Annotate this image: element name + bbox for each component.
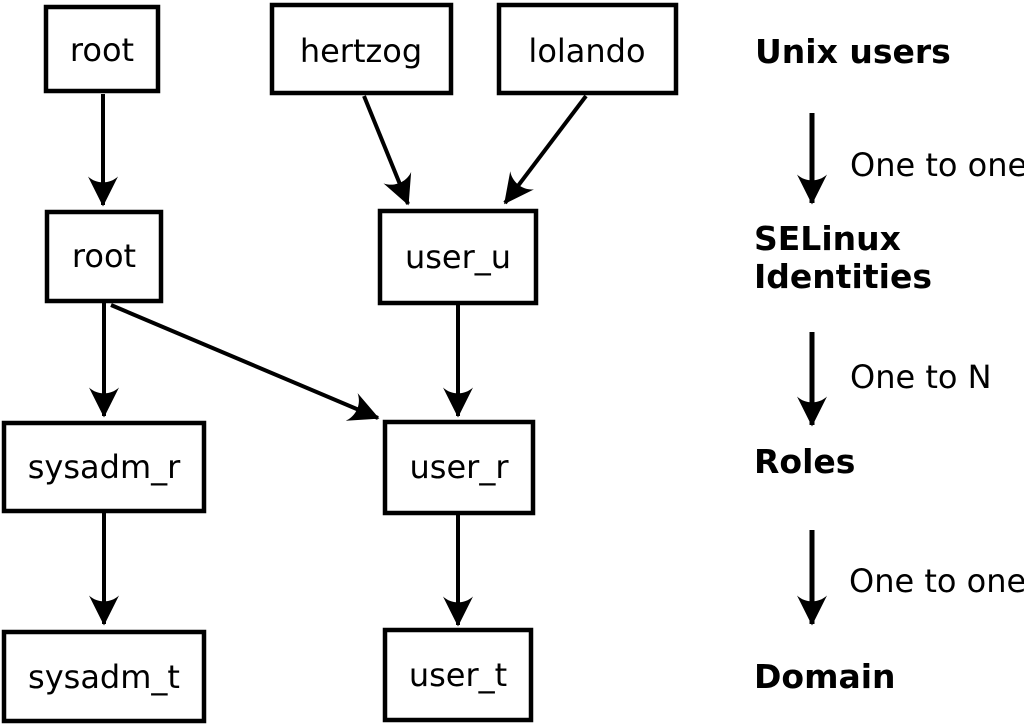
edge-lolando-to-useru [503,94,588,205]
legend-one-to-n-label: One to N [850,358,992,396]
legend-unix-users-label: Unix users [755,32,951,71]
edge-hertzog-to-useru [362,95,412,206]
node-selinux-root-box [44,209,164,304]
legend: Unix users One to one SELinux Identities… [754,32,1024,696]
node-unix-hertzog-box [269,2,454,96]
node-domain-sysadm-t-label: sysadm_t [28,658,180,696]
node-unix-lolando: lolando [496,2,679,96]
legend-domain-label: Domain [754,657,896,696]
node-domain-user-t: user_t [382,627,534,723]
node-role-user-r: user_r [382,419,536,516]
node-selinux-user-u: user_u [377,208,539,306]
node-unix-root-box [43,4,161,94]
edge-selinuxroot-to-userr [110,303,380,421]
node-role-sysadm-r-box [1,420,207,514]
node-selinux-root-label: root [72,237,136,275]
legend-roles-label: Roles [754,442,855,481]
legend-one-to-one-1-label: One to one [850,146,1024,184]
node-unix-root: root [43,4,161,94]
node-unix-lolando-label: lolando [528,32,645,70]
node-domain-sysadm-t: sysadm_t [1,629,207,724]
legend-selinux-identities-line2: Identities [754,257,932,296]
node-role-sysadm-r-label: sysadm_r [28,448,181,486]
node-unix-hertzog: hertzog [269,2,454,96]
node-role-user-r-label: user_r [410,448,510,486]
node-role-user-r-box [382,419,536,516]
node-selinux-user-u-label: user_u [405,238,511,276]
node-unix-root-label: root [70,31,134,69]
node-unix-lolando-box [496,2,679,96]
node-selinux-root: root [44,209,164,304]
legend-selinux-identities-line1: SELinux [754,219,901,258]
nodes: root hertzog lolando root user_u sysadm_… [1,2,679,724]
legend-one-to-one-2-label: One to one [849,562,1024,600]
node-unix-hertzog-label: hertzog [300,32,422,70]
node-domain-user-t-box [382,627,534,723]
node-selinux-user-u-box [377,208,539,306]
node-role-sysadm-r: sysadm_r [1,420,207,514]
edges [88,94,588,627]
node-domain-user-t-label: user_t [409,656,507,694]
node-domain-sysadm-t-box [1,629,207,724]
